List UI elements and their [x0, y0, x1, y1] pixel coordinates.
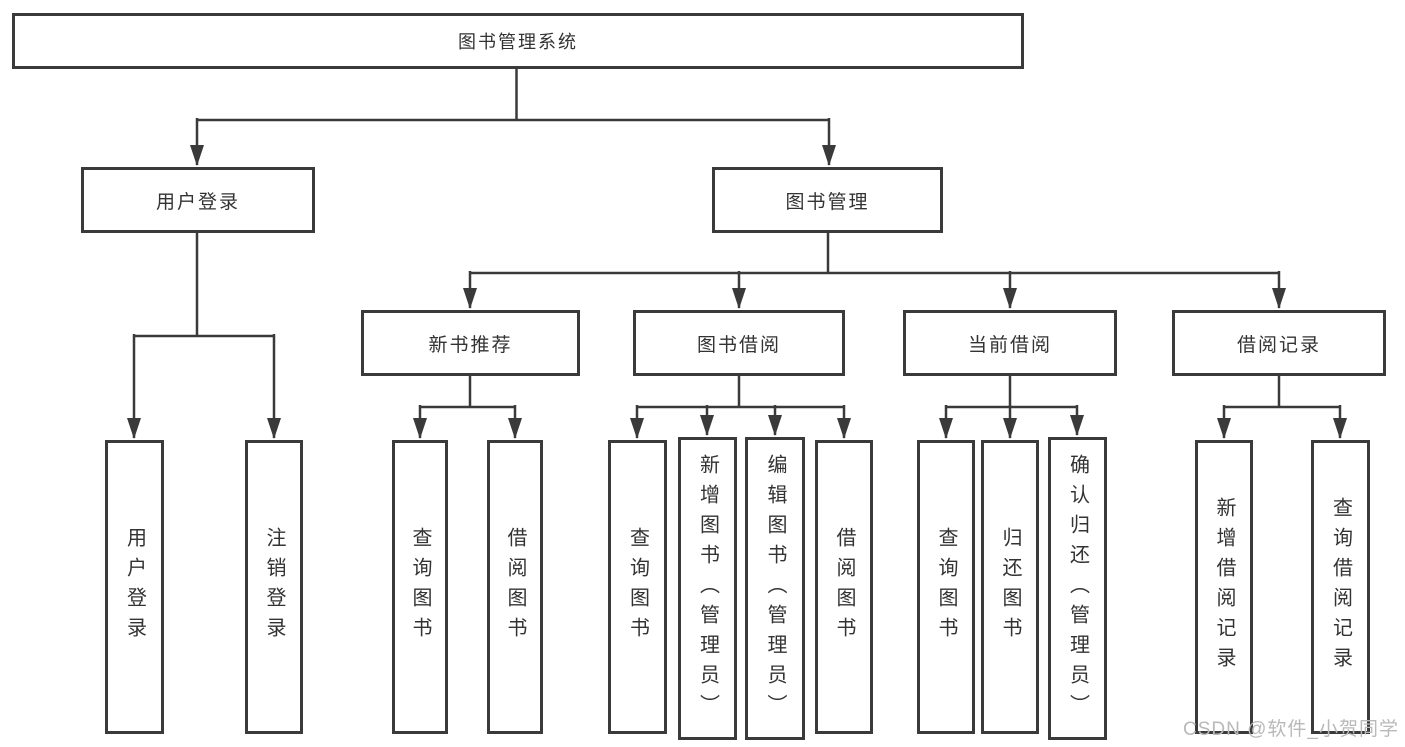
connector-user-login-to-leaves — [127, 233, 281, 439]
node-book-borrow: 图书借阅 — [633, 310, 845, 376]
connector-book-borrow-to-leaves — [630, 376, 851, 439]
node-leaf-confirm-return-admin: 确认归还（管理员） — [1048, 437, 1107, 740]
node-leaf-query-books-3: 查询图书 — [917, 440, 975, 734]
node-leaf-query-books-1: 查询图书 — [392, 440, 448, 734]
node-leaf-add-books-admin: 新增图书（管理员） — [678, 437, 737, 740]
node-user-login: 用户登录 — [81, 167, 315, 233]
node-root: 图书管理系统 — [12, 13, 1024, 69]
node-leaf-borrow-books-1: 借阅图书 — [487, 440, 543, 734]
node-leaf-query-books-2: 查询图书 — [608, 440, 667, 734]
connector-root-to-level2 — [190, 68, 836, 166]
connector-new-book-rec-to-leaves — [413, 376, 522, 439]
connector-book-management-to-level3 — [463, 233, 1286, 309]
node-leaf-user-login: 用户登录 — [105, 440, 164, 734]
node-borrow-records: 借阅记录 — [1172, 310, 1386, 376]
csdn-watermark: CSDN @软件_小贺同学 — [1183, 719, 1399, 740]
node-new-book-rec: 新书推荐 — [361, 310, 580, 376]
node-leaf-logout: 注销登录 — [245, 440, 303, 734]
node-leaf-add-borrow-record: 新增借阅记录 — [1195, 440, 1253, 734]
connector-borrow-records-to-leaves — [1217, 376, 1347, 439]
connector-current-borrow-to-leaves — [939, 376, 1084, 439]
node-leaf-borrow-books-2: 借阅图书 — [815, 440, 873, 734]
node-current-borrow: 当前借阅 — [903, 310, 1117, 376]
node-book-management: 图书管理 — [712, 167, 943, 233]
node-leaf-return-books: 归还图书 — [981, 440, 1039, 734]
node-leaf-query-borrow-record: 查询借阅记录 — [1311, 440, 1370, 734]
node-leaf-edit-books-admin: 编辑图书（管理员） — [745, 437, 805, 740]
